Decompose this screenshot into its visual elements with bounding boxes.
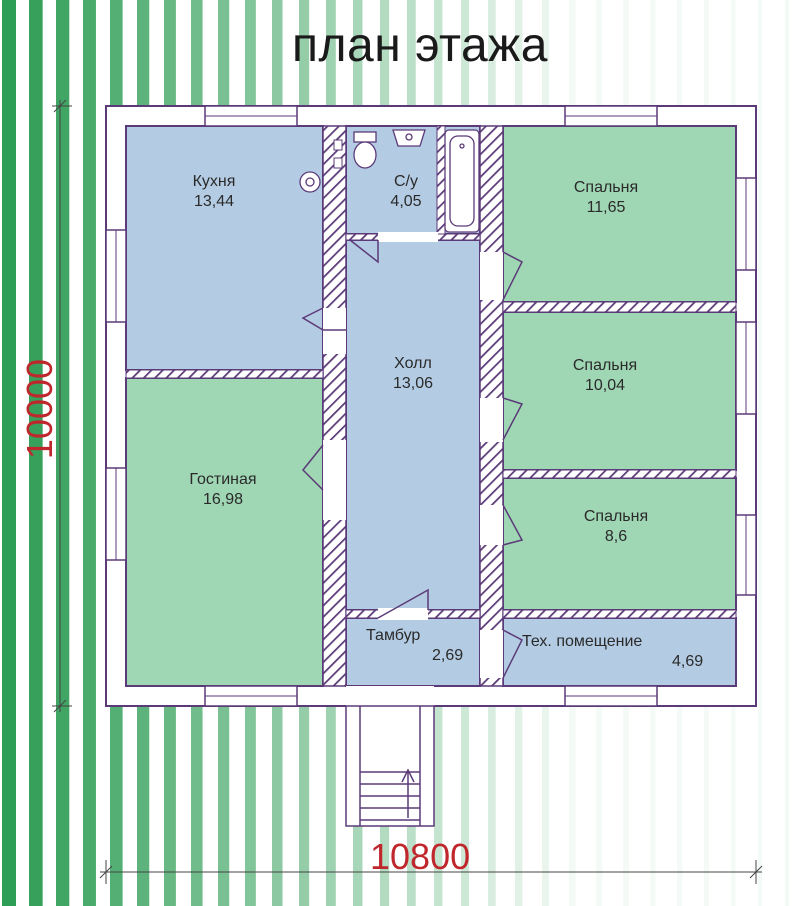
interior-wall (502, 469, 737, 479)
room-bedroom-1 (502, 125, 737, 303)
room-name: Кухня (192, 173, 236, 190)
bathtub-icon (444, 129, 480, 233)
interior-wall (125, 369, 324, 379)
room-living (125, 377, 324, 687)
room-area: 10,04 (584, 377, 626, 394)
room-name: Холл (394, 355, 432, 372)
label-bedroom-1: Спальня 11,65 (556, 178, 656, 218)
toilet-icon (353, 131, 377, 169)
room-area: 4,69 (672, 653, 704, 670)
label-tech: Тех. помещение 4,69 (512, 632, 722, 672)
background-stripe (83, 0, 96, 906)
room-name: Спальня (583, 508, 649, 525)
room-hall (345, 239, 481, 611)
door-swings (301, 239, 524, 679)
room-name: Спальня (573, 179, 639, 196)
room-area: 4,05 (390, 193, 422, 210)
height-dimension: 10000 (19, 358, 60, 460)
background-stripe (2, 0, 16, 906)
interior-wall (502, 609, 737, 619)
dimension-lines (52, 99, 763, 884)
label-kitchen: Кухня 13,44 (176, 172, 252, 212)
label-bedroom-3: Спальня 8,6 (566, 507, 666, 547)
room-area: 16,98 (202, 491, 244, 508)
room-name: Тех. помещение (522, 633, 643, 650)
interior-wall (322, 125, 347, 687)
room-name: Тамбур (366, 627, 421, 644)
label-wc: С/у 4,05 (376, 172, 436, 212)
room-name: С/у (394, 173, 418, 190)
window-glass-lines (115, 115, 747, 697)
label-hall: Холл 13,06 (372, 354, 454, 394)
door-openings (323, 232, 503, 706)
background-stripe (785, 0, 789, 906)
room-area: 11,65 (586, 199, 626, 216)
room-name: Гостиная (189, 471, 257, 488)
room-area: 2,69 (432, 647, 464, 664)
room-name: Спальня (572, 357, 638, 374)
room-area: 13,44 (193, 193, 235, 210)
entrance-stairs (345, 705, 435, 827)
interior-wall (502, 301, 737, 313)
sink-icon (392, 129, 426, 147)
stove-icon (299, 171, 321, 193)
width-dimension: 10800 (370, 836, 471, 877)
small-fixtures-icon (333, 139, 343, 169)
background-stripe (29, 0, 43, 906)
label-living: Гостиная 16,98 (168, 470, 278, 510)
interior-wall (436, 125, 446, 235)
room-kitchen (125, 125, 324, 371)
room-bedroom-3 (502, 477, 737, 611)
plan-title: план этажа (292, 19, 548, 72)
background-stripe (56, 0, 70, 906)
room-tech (502, 617, 737, 687)
label-vestibule: Тамбур 2,69 (352, 626, 478, 666)
room-area: 13,06 (392, 375, 434, 392)
label-bedroom-2: Спальня 10,04 (555, 356, 655, 396)
background-stripe (758, 0, 763, 906)
room-area: 8,6 (604, 528, 628, 545)
